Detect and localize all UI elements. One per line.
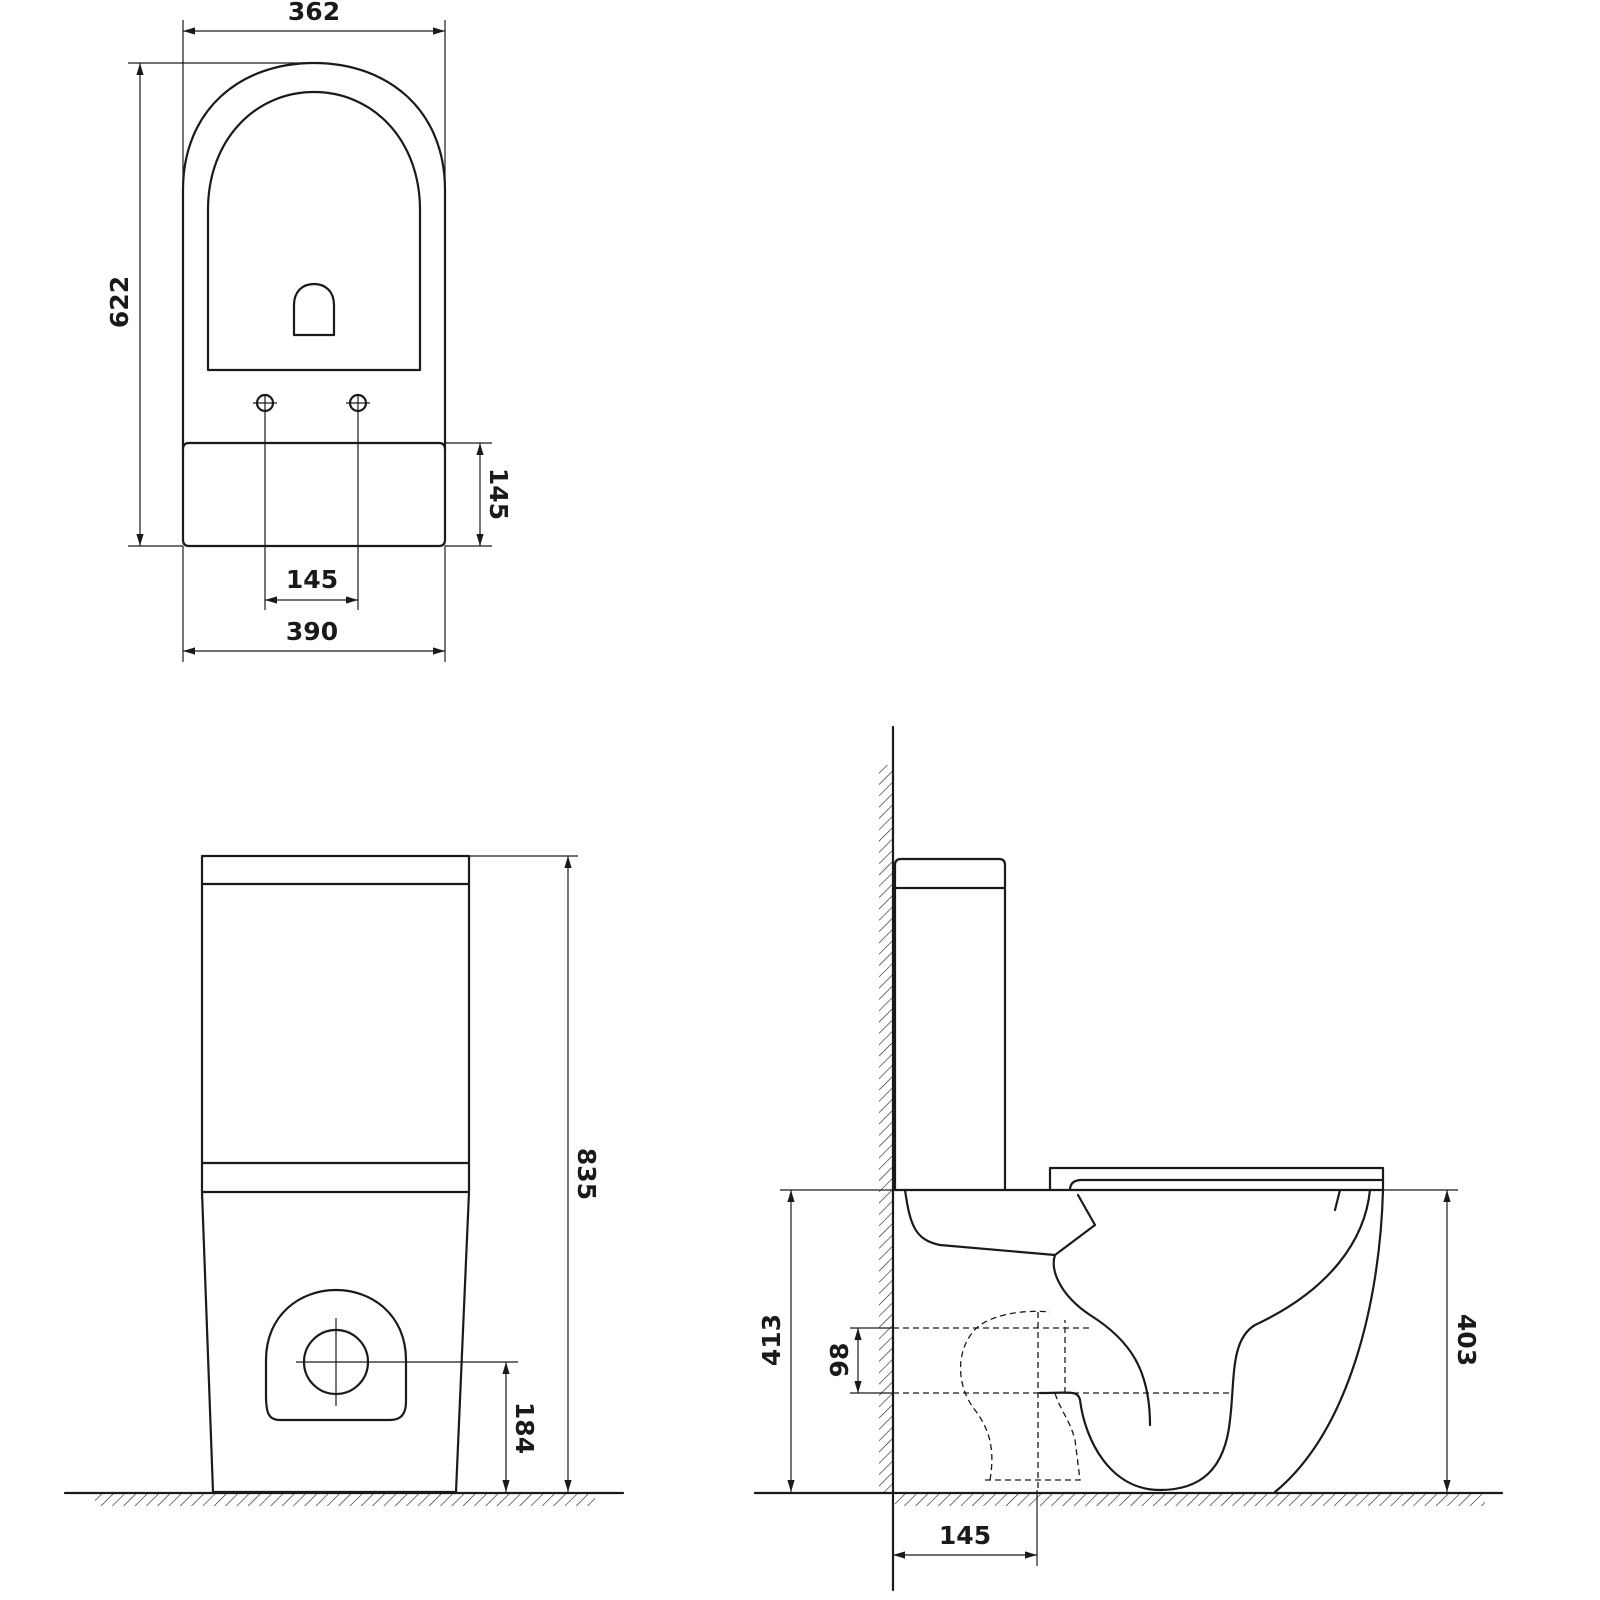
dim-width-top: 362 [288,0,340,26]
dim-seat-height: 413 [757,1314,786,1366]
dim-width-bottom: 390 [286,617,338,646]
side-view: 413 98 403 145 [753,725,1504,1592]
top-view: 362 622 145 145 390 [105,0,513,662]
dim-outlet-offset: 98 [825,1343,854,1378]
rear-outlet-recess [264,1288,408,1422]
dim-bowl-height: 403 [1452,1314,1481,1366]
hidden-trap [893,1310,1232,1490]
front-view: 835 184 [63,854,625,1506]
dim-tank-depth: 145 [484,468,513,520]
dim-hole-spacing: 145 [286,565,338,594]
top-outline [181,61,447,548]
dim-depth: 622 [105,276,134,328]
dim-height: 835 [572,1148,601,1200]
tank-top-block [181,441,447,451]
bowl-rim-inner [206,90,422,372]
drain-opening [292,282,336,337]
cistern-side [893,857,1007,1192]
dim-outlet-wall-distance: 145 [939,1521,991,1550]
cistern [200,854,471,1194]
pan-profile [903,1188,1385,1494]
dim-outlet-height: 184 [510,1402,539,1454]
